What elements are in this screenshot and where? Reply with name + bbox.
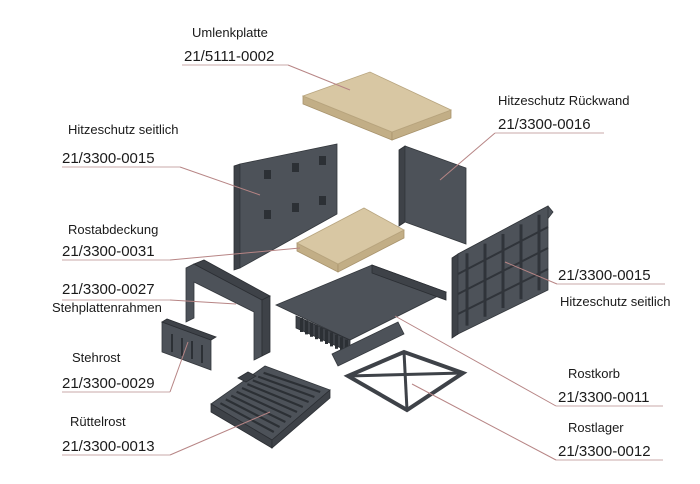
basket-tooth — [340, 337, 343, 352]
part-number: 21/3300-0011 — [558, 389, 649, 406]
rostlager-part — [343, 349, 468, 413]
part-name: Rostlager — [568, 420, 624, 435]
grate-slot — [225, 398, 281, 428]
grate-slot — [246, 383, 304, 409]
stehrost-part — [161, 318, 217, 371]
basket-tooth — [335, 334, 338, 349]
part-number: 21/3300-0027 — [62, 281, 155, 298]
shield-hole — [292, 203, 299, 212]
basket-tooth — [325, 330, 328, 344]
part-number: 21/3300-0031 — [62, 243, 155, 260]
grate-slots — [219, 371, 321, 433]
part-name: Stehrost — [72, 350, 121, 365]
umlenkplatte-part — [301, 71, 453, 141]
basket-tooth — [310, 322, 313, 337]
basket-tooth — [305, 320, 308, 335]
part-number: 21/3300-0016 — [498, 116, 591, 133]
basket-tooth — [300, 318, 303, 332]
part-name: Rostkorb — [568, 366, 620, 381]
shield-rib — [457, 247, 549, 295]
part-name: Stehplattenrahmen — [52, 300, 162, 315]
hitzeschutz-seitlich-right-part — [451, 205, 554, 339]
grate-slot — [252, 379, 309, 404]
shield-hole — [292, 163, 299, 172]
part-name: Rüttelrost — [70, 414, 126, 429]
ruettelrost-part — [210, 365, 331, 449]
shield-rib — [457, 226, 549, 275]
rostkorb-part — [275, 264, 448, 367]
part-number: 21/3300-0029 — [62, 375, 155, 392]
part-number: 21/3300-0012 — [558, 443, 651, 460]
part-name: Hitzeschutz seitlich — [560, 294, 671, 309]
hitzeschutz-rueckwand-part — [398, 145, 467, 245]
leader-lines — [62, 64, 665, 461]
part-number: 21/5111-0002 — [184, 48, 274, 65]
part-name: Hitzeschutz seitlich — [68, 122, 179, 137]
shield-hole — [264, 170, 271, 179]
stehplattenrahmen-part — [185, 259, 271, 361]
part-number: 21/3300-0015 — [62, 150, 155, 167]
shield-hole — [264, 210, 271, 219]
hitzeschutz-seitlich-left-part — [233, 143, 338, 271]
grate-slot — [257, 375, 315, 399]
grate-slot — [263, 371, 321, 394]
basket-tooth — [315, 325, 318, 340]
part-labels: Umlenkplatte 21/5111-0002 Hitzeschutz Rü… — [52, 25, 671, 460]
shield-rib — [457, 268, 549, 315]
shield-ribs — [457, 214, 549, 326]
rostabdeckung-part — [296, 207, 405, 273]
grate-slot — [219, 402, 275, 433]
grate-slot — [241, 386, 298, 414]
part-name: Umlenkplatte — [192, 25, 268, 40]
part-number: 21/3300-0013 — [62, 438, 155, 455]
part-name: Hitzeschutz Rückwand — [498, 93, 630, 108]
basket-tooth — [330, 332, 333, 347]
basket-tooth — [320, 327, 323, 342]
shield-hole — [319, 156, 326, 165]
grate-slot — [230, 394, 286, 423]
shield-hole — [319, 196, 326, 205]
grate-slot — [236, 390, 292, 418]
part-name: Rostabdeckung — [68, 222, 158, 237]
part-number: 21/3300-0015 — [558, 267, 651, 284]
